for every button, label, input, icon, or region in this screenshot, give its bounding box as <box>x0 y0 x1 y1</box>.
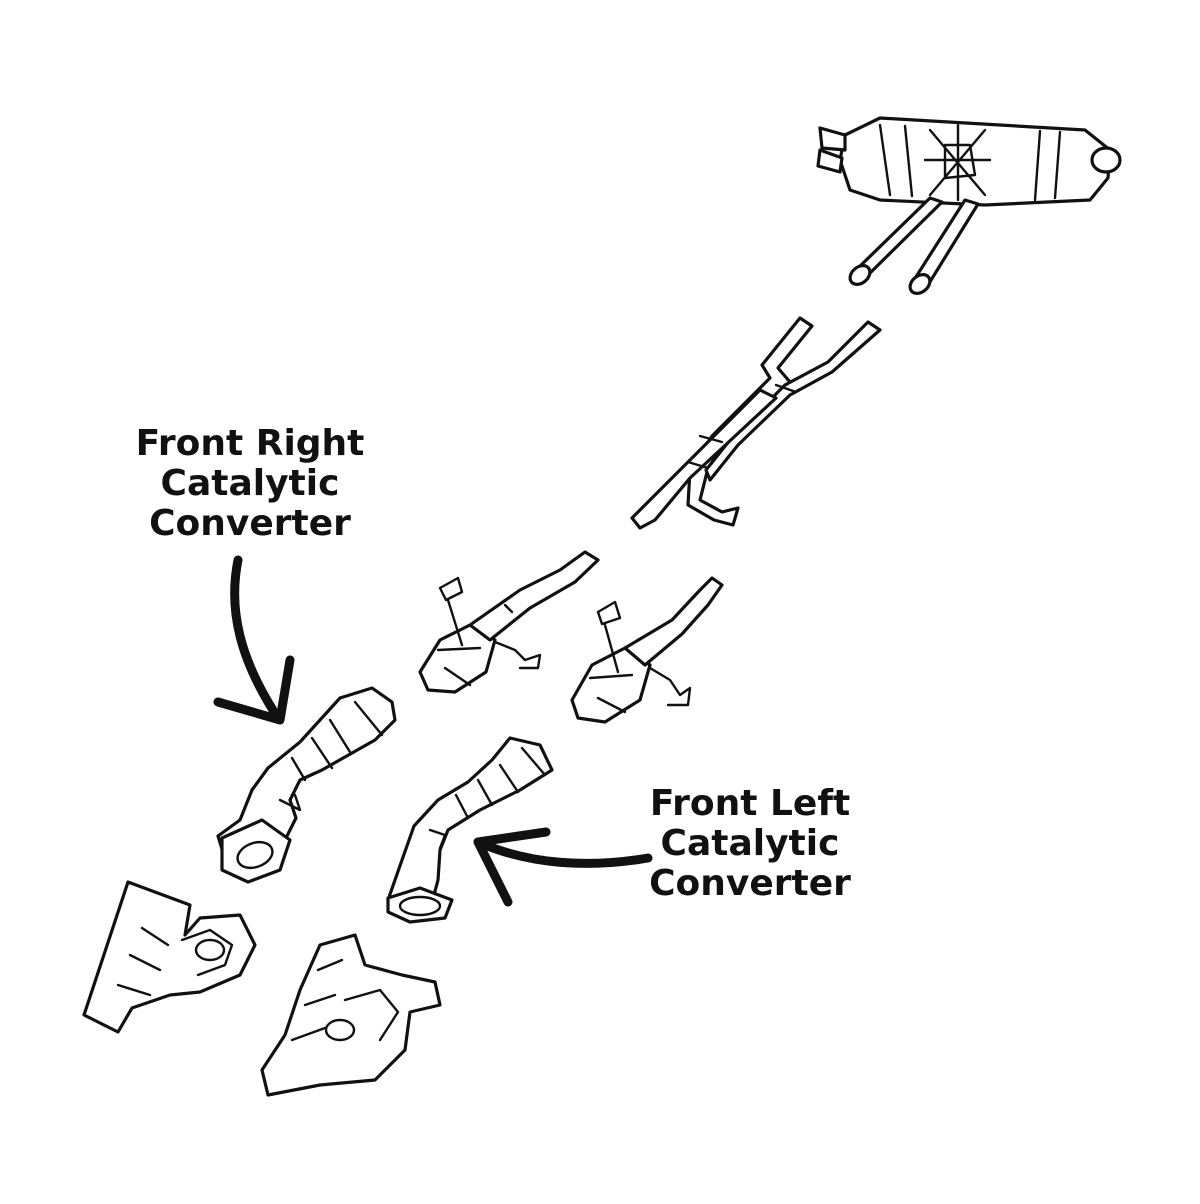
label-line: Converter <box>649 863 851 904</box>
rear-muffler <box>816 116 1122 295</box>
mid-catalytic-converter-left-bank <box>570 576 724 724</box>
front-left-catalytic-converter-label: Front Left Catalytic Converter <box>610 784 890 904</box>
label-line: Catalytic <box>160 463 340 504</box>
exhaust-manifold-right <box>82 880 257 1034</box>
label-line: Front Left <box>649 783 851 824</box>
front-right-catalytic-converter-label: Front Right Catalytic Converter <box>110 424 390 544</box>
label-line: Catalytic <box>660 823 840 864</box>
mid-catalytic-converter-right-bank <box>418 550 600 694</box>
exhaust-manifold-left <box>260 933 442 1097</box>
mid-pipe <box>630 316 882 530</box>
front-left-catalytic-converter <box>386 736 554 924</box>
front-right-catalytic-converter <box>216 686 397 884</box>
label-line: Front Right <box>135 423 365 464</box>
front-right-pointer-arrow <box>213 555 295 725</box>
label-line: Converter <box>149 503 351 544</box>
front-left-pointer-arrow <box>473 827 653 907</box>
